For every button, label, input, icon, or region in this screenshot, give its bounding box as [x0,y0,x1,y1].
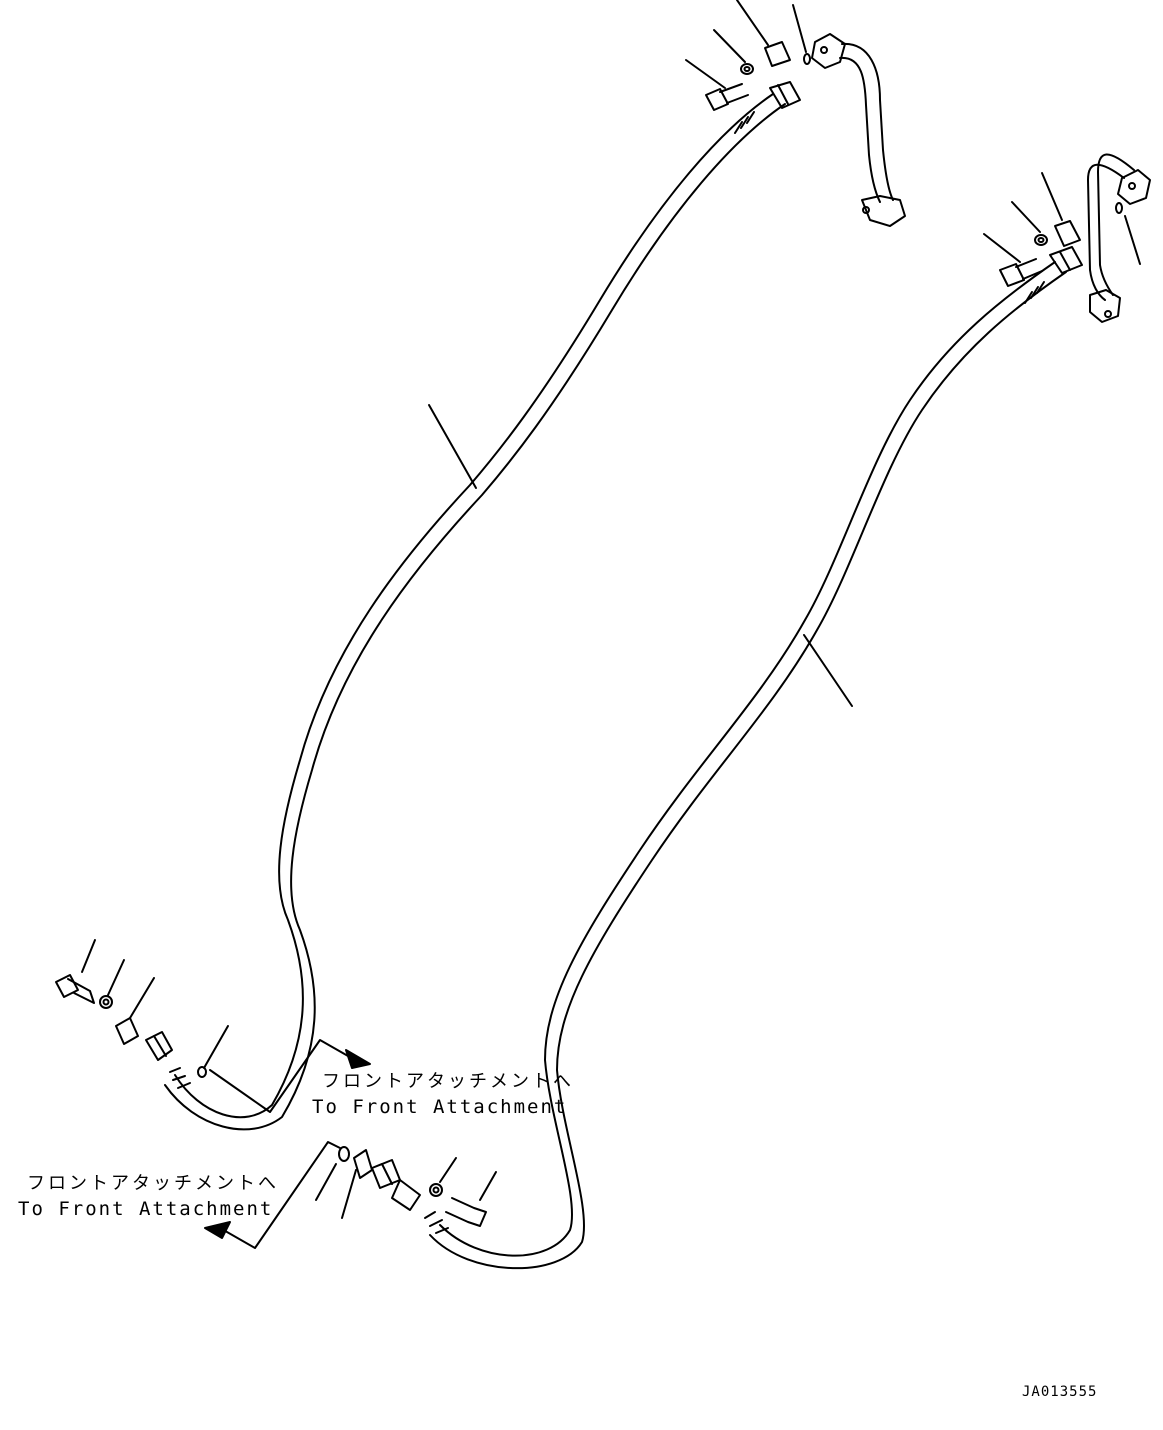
callout-right-jp: フロントアタッチメントへ [322,1071,574,1092]
hose-right [424,261,1067,1270]
callout-left-jp: フロントアタッチメントへ [27,1173,279,1194]
drawing-code: JA013555 [1022,1384,1098,1400]
callout-right-en: To Front Attachment [312,1096,568,1118]
fitting-group-top-left [685,0,811,111]
hose-left [164,93,786,1131]
callout-leader-left [204,1141,341,1249]
fitting-group-bottom-right [315,1146,497,1227]
fitting-group-top-right [983,172,1141,287]
callout-leader-right [209,1039,371,1113]
fitting-group-bottom-left [55,939,229,1078]
steel-pipe-top-right [1087,153,1151,323]
callout-left-en: To Front Attachment [18,1198,274,1220]
leader-hose-left [428,404,477,489]
leader-hose-right [803,634,853,707]
steel-pipe-top-left [811,33,906,227]
